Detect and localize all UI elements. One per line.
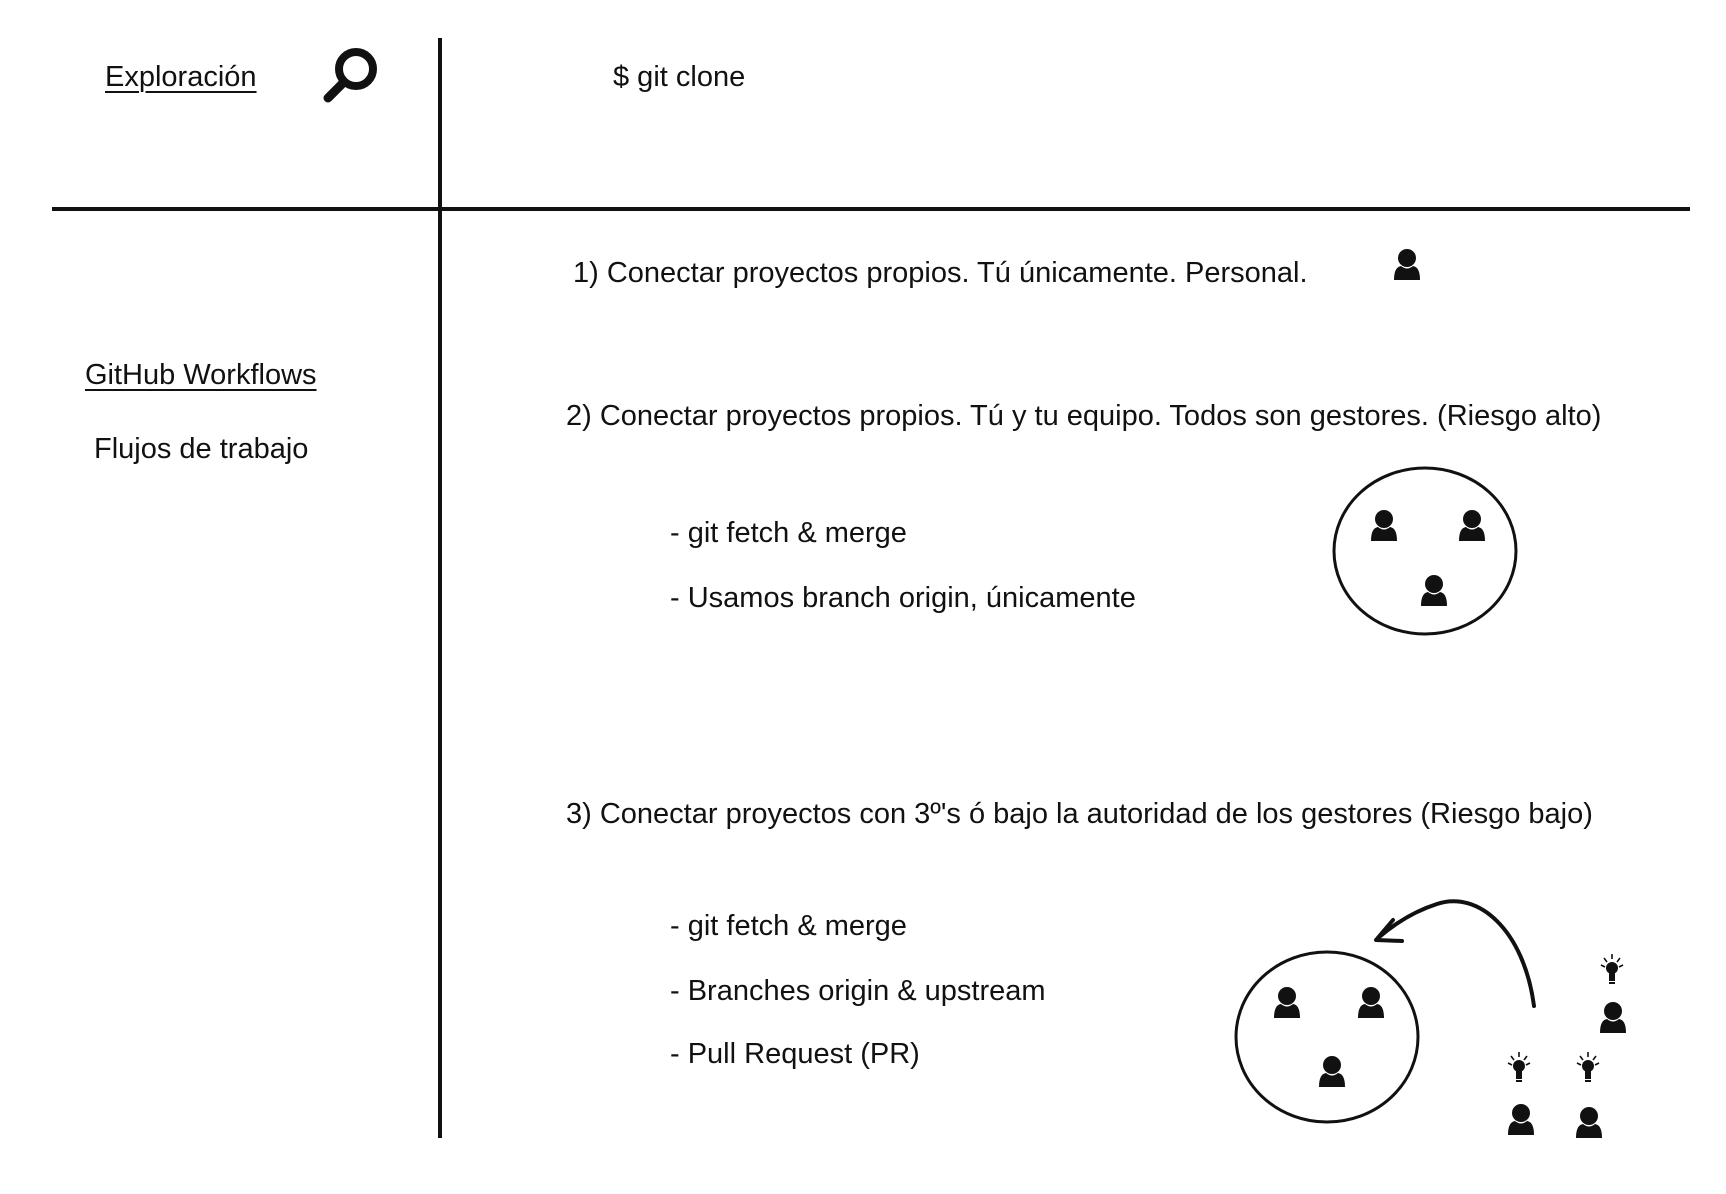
- person-icon: [1319, 1056, 1345, 1087]
- workflow-3-bullet-3: - Pull Request (PR): [670, 1038, 920, 1070]
- person-icon: [1274, 987, 1300, 1018]
- workflow-2-bullet-1: - git fetch & merge: [670, 517, 907, 549]
- git-clone-command: $ git clone: [613, 61, 746, 93]
- team-circle: [1332, 466, 1518, 636]
- lightbulb-icon: [1507, 1051, 1531, 1082]
- person-icon: [1576, 1107, 1602, 1138]
- person-icon: [1459, 510, 1485, 541]
- person-icon: [1508, 1104, 1534, 1135]
- person-icon: [1600, 1002, 1626, 1033]
- workflow-3-bullet-1: - git fetch & merge: [670, 910, 907, 942]
- magnifier-icon[interactable]: [323, 48, 377, 103]
- vertical-divider: [438, 38, 442, 1138]
- person-icon: [1358, 987, 1384, 1018]
- github-workflows-link[interactable]: GitHub Workflows: [85, 359, 317, 391]
- person-icon: [1371, 510, 1397, 541]
- workflow-1-title: 1) Conectar proyectos propios. Tú únicam…: [573, 257, 1308, 289]
- exploration-link[interactable]: Exploración: [105, 61, 257, 93]
- curved-arrow-icon: [1374, 899, 1536, 1008]
- workflow-2-title: 2) Conectar proyectos propios. Tú y tu e…: [566, 400, 1602, 432]
- workflow-3-bullet-2: - Branches origin & upstream: [670, 975, 1046, 1007]
- lightbulb-icon: [1600, 953, 1624, 984]
- workflow-3-title: 3) Conectar proyectos con 3º's ó bajo la…: [566, 798, 1593, 830]
- team-circle: [1234, 950, 1420, 1124]
- person-icon: [1421, 575, 1447, 606]
- lightbulb-icon: [1576, 1051, 1600, 1082]
- person-icon: [1394, 249, 1420, 280]
- horizontal-divider: [52, 207, 1690, 211]
- workflow-2-bullet-2: - Usamos branch origin, únicamente: [670, 582, 1136, 614]
- workflows-subtitle: Flujos de trabajo: [94, 433, 309, 465]
